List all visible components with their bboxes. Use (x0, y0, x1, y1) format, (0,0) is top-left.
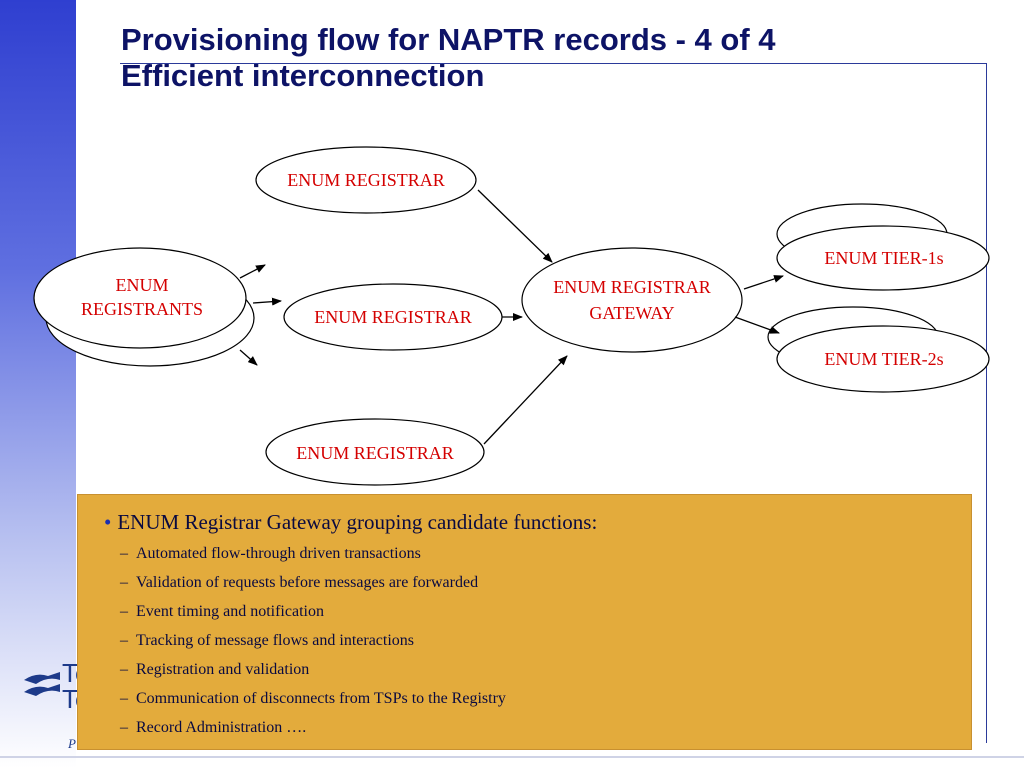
registrar-top-node (255, 146, 477, 214)
dash-icon: – (120, 719, 128, 736)
list-item: –Validation of requests before messages … (120, 568, 971, 597)
list-item-text: Automated flow-through driven transactio… (136, 545, 421, 562)
footer-text: P (68, 736, 76, 751)
bottom-border-line (0, 756, 1024, 758)
registrants-label: ENUM REGISTRANTS (80, 275, 203, 319)
list-item-text: Communication of disconnects from TSPs t… (136, 690, 506, 707)
arrow-gateway-to-tier2 (734, 316, 780, 334)
gateway-node (521, 247, 743, 353)
gateway-label: ENUM REGISTRAR GATEWAY (553, 277, 711, 323)
arrow-gateway-to-tier1 (743, 275, 784, 290)
registrar-bottom-label: ENUM REGISTRAR (296, 443, 454, 463)
dash-icon: – (120, 690, 128, 707)
list-item-text: Event timing and notification (136, 603, 324, 620)
tier1-label: ENUM TIER-1s (824, 248, 944, 268)
notes-box: •ENUM Registrar Gateway grouping candida… (77, 494, 972, 750)
dash-icon: – (120, 545, 128, 562)
tier1-node (776, 225, 990, 291)
list-item: –Registration and validation (120, 655, 971, 684)
title-divider (120, 63, 987, 64)
right-border-line (986, 63, 987, 743)
notes-list: –Automated flow-through driven transacti… (104, 539, 971, 742)
company-logo-icon (24, 672, 60, 696)
list-item-text: Tracking of message flows and interactio… (136, 632, 415, 649)
dash-icon: – (120, 632, 128, 649)
slide-title-line-1: Provisioning flow for NAPTR records - 4 … (121, 22, 776, 57)
arrow-registrants-up (239, 264, 266, 279)
dash-icon: – (120, 574, 128, 591)
registrants-node (33, 247, 247, 349)
dash-icon: – (120, 603, 128, 620)
list-item: –Tracking of message flows and interacti… (120, 626, 971, 655)
list-item: –Record Administration …. (120, 713, 971, 742)
arrow-bottom-registrar-to-gateway (483, 355, 568, 445)
slide-title-line-2: Efficient interconnection (121, 58, 485, 93)
registrar-top-label: ENUM REGISTRAR (287, 170, 445, 190)
side-gradient-bar (0, 0, 76, 768)
list-item-text: Registration and validation (136, 661, 310, 678)
slide-title: Provisioning flow for NAPTR records - 4 … (121, 22, 981, 94)
list-item-text: Validation of requests before messages a… (136, 574, 479, 591)
list-item-text: Record Administration …. (136, 719, 307, 736)
tier2-label: ENUM TIER-2s (824, 349, 944, 369)
list-item: –Communication of disconnects from TSPs … (120, 684, 971, 713)
list-item: –Event timing and notification (120, 597, 971, 626)
notes-heading-text: ENUM Registrar Gateway grouping candidat… (117, 510, 598, 534)
provisioning-flow-diagram (33, 146, 990, 486)
arrow-top-registrar-to-gateway (477, 189, 553, 263)
tier2-node (776, 325, 990, 393)
dash-icon: – (120, 661, 128, 678)
list-item: –Automated flow-through driven transacti… (120, 539, 971, 568)
bullet-icon: • (104, 510, 112, 534)
registrar-bottom-node (265, 418, 485, 486)
registrar-middle-label: ENUM REGISTRAR (314, 307, 472, 327)
arrow-registrants-down (239, 349, 258, 366)
arrow-registrants-right (252, 297, 282, 306)
notes-heading: •ENUM Registrar Gateway grouping candida… (104, 509, 971, 535)
